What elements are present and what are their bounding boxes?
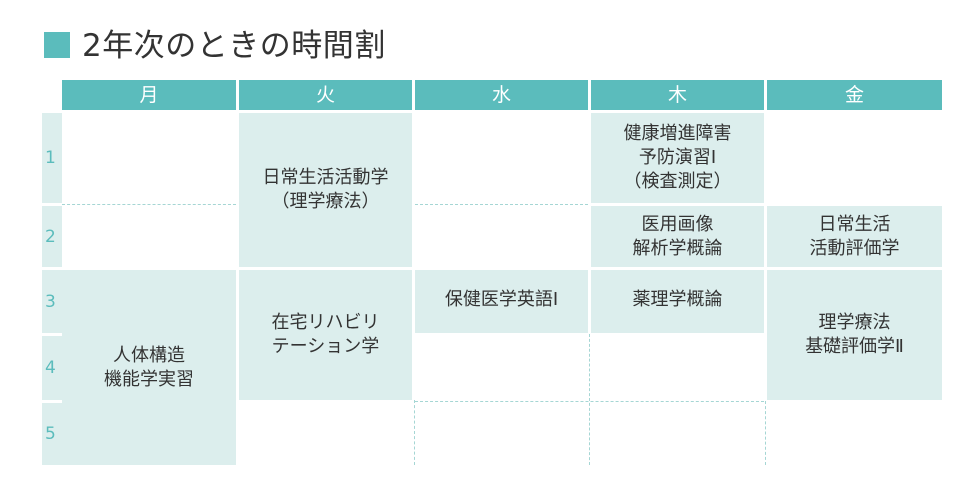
grid-divider xyxy=(415,204,588,205)
day-header-mon: 月 xyxy=(62,80,236,110)
grid-divider xyxy=(414,400,415,465)
grid-divider xyxy=(62,204,236,205)
page-title: 2年次のときの時間割 xyxy=(82,28,386,64)
period-label: 2 xyxy=(45,226,56,247)
period-1: 1 xyxy=(42,113,62,203)
period-2: 2 xyxy=(42,206,62,267)
class-cell-fri-3-4: 理学療法 基礎評価学Ⅱ xyxy=(767,270,942,400)
period-4: 4 xyxy=(42,336,62,400)
grid-divider xyxy=(589,334,590,465)
class-cell-mon-3-5: 人体構造 機能学実習 xyxy=(62,270,236,465)
period-label: 3 xyxy=(45,291,56,312)
period-5: 5 xyxy=(42,403,62,465)
day-header-thu: 木 xyxy=(591,80,764,110)
period-label: 5 xyxy=(45,424,56,444)
period-label: 4 xyxy=(45,358,56,378)
class-label: 保健医学英語Ⅰ xyxy=(444,289,559,310)
class-cell-thu-3: 薬理学概論 xyxy=(591,270,764,333)
day-header-wed: 水 xyxy=(415,80,588,110)
class-label: 在宅リハビリ テーション学 xyxy=(271,312,380,357)
title-marker xyxy=(44,32,70,58)
class-cell-thu-2: 医用画像 解析学概論 xyxy=(591,206,764,267)
day-header-fri: 金 xyxy=(767,80,942,110)
class-label: 理学療法 基礎評価学Ⅱ xyxy=(805,312,904,357)
day-header-tue: 火 xyxy=(239,80,412,110)
class-cell-wed-3: 保健医学英語Ⅰ xyxy=(415,270,588,333)
class-cell-tue-1-2: 日常生活活動学 （理学療法） xyxy=(239,113,412,267)
period-label: 1 xyxy=(45,148,56,168)
class-label: 健康増進障害 予防演習Ⅰ （検査測定） xyxy=(623,123,732,192)
class-label: 人体構造 機能学実習 xyxy=(104,344,194,390)
grid-divider xyxy=(765,401,766,465)
period-3: 3 xyxy=(42,270,62,333)
class-label: 日常生活 活動評価学 xyxy=(809,213,900,259)
class-cell-tue-3-4: 在宅リハビリ テーション学 xyxy=(239,270,412,400)
class-cell-fri-2: 日常生活 活動評価学 xyxy=(767,206,942,267)
class-label: 薬理学概論 xyxy=(632,289,723,310)
class-label: 医用画像 解析学概論 xyxy=(632,213,723,259)
class-cell-thu-1: 健康増進障害 予防演習Ⅰ （検査測定） xyxy=(591,113,764,203)
class-label: 日常生活活動学 （理学療法） xyxy=(262,167,389,212)
